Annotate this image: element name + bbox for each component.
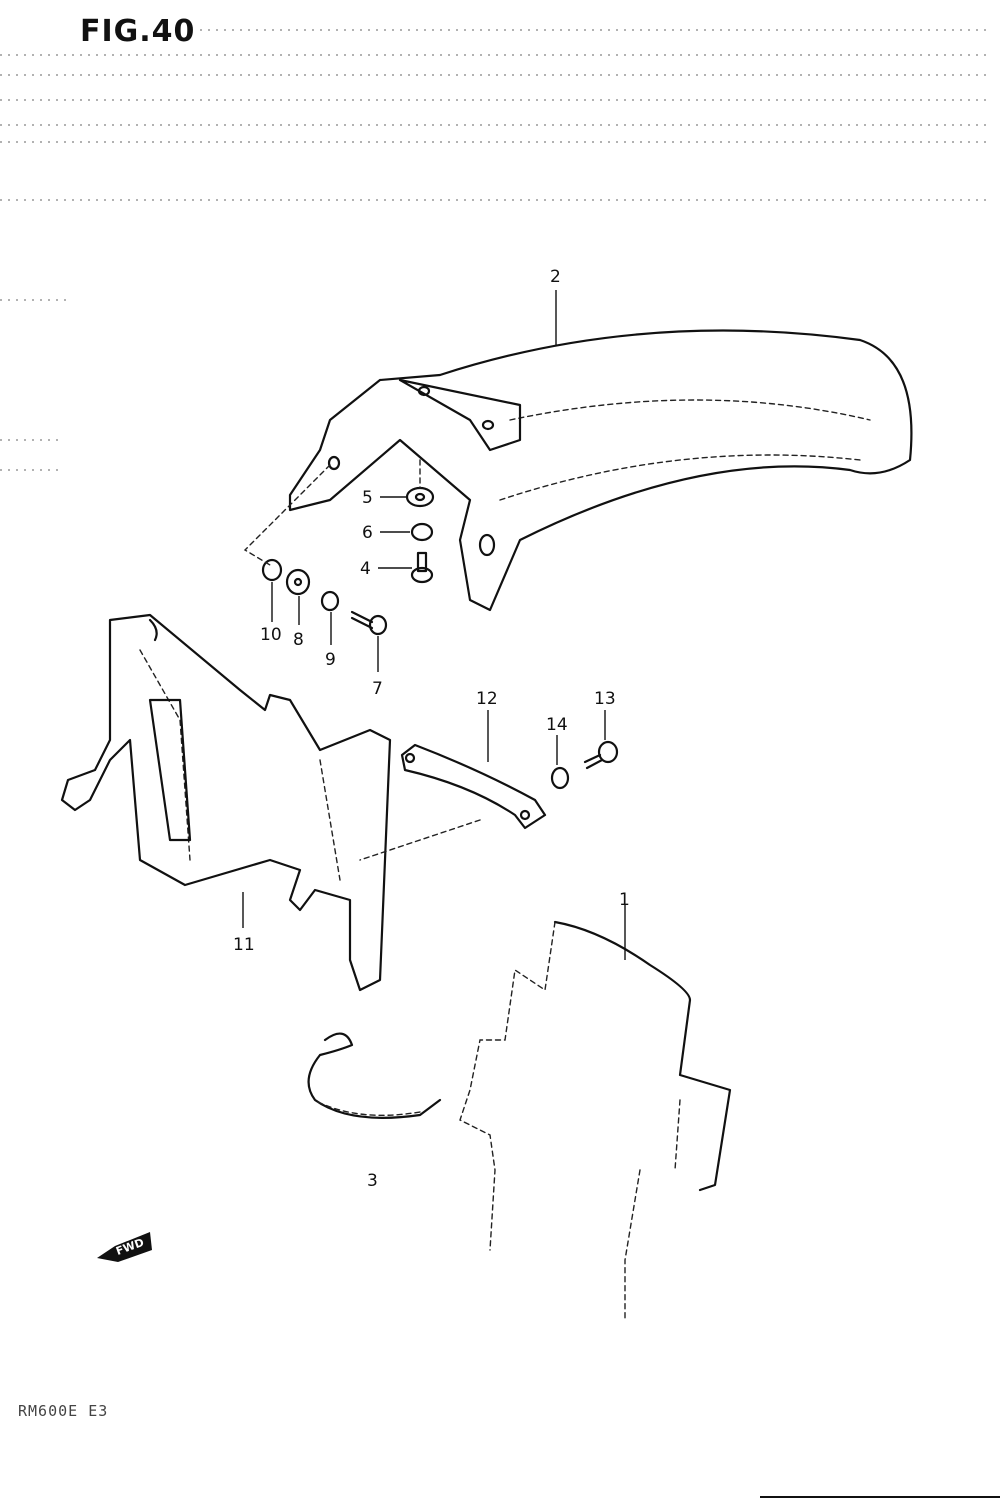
washer-8	[285, 568, 311, 596]
number-plate-11	[60, 613, 392, 992]
collar-10	[261, 558, 283, 582]
nut-6	[410, 522, 434, 542]
scan-noise	[0, 29, 990, 471]
washer-5	[405, 486, 435, 508]
callout-3: 3	[367, 1171, 378, 1191]
fwd-arrow-icon: FWD	[97, 1232, 152, 1262]
callout-13: 13	[594, 689, 616, 709]
callout-4: 4	[360, 559, 371, 579]
callout-8: 8	[293, 630, 304, 650]
model-code: RM600E E3	[18, 1402, 109, 1420]
figure-title: FIG.40	[80, 14, 196, 49]
rear-fender	[288, 329, 913, 612]
leader-lines	[242, 290, 626, 960]
callout-1: 1	[619, 890, 630, 910]
callout-9: 9	[325, 650, 336, 670]
bracket-12	[400, 743, 547, 830]
callout-6: 6	[362, 523, 373, 543]
callout-7: 7	[372, 679, 383, 699]
strap-3	[307, 1032, 442, 1119]
washer-14	[550, 766, 570, 790]
callout-14: 14	[546, 715, 568, 735]
callout-5: 5	[362, 488, 373, 508]
callout-2: 2	[550, 267, 561, 287]
mud-flap-1	[459, 920, 732, 1321]
bolt-7	[350, 610, 388, 636]
callout-10: 10	[260, 625, 282, 645]
callout-11: 11	[233, 935, 255, 955]
bolt-4	[410, 551, 434, 584]
assembly-lines	[243, 459, 481, 861]
callout-12: 12	[476, 689, 498, 709]
bolt-13	[583, 740, 619, 770]
lock-washer-9	[320, 590, 340, 612]
